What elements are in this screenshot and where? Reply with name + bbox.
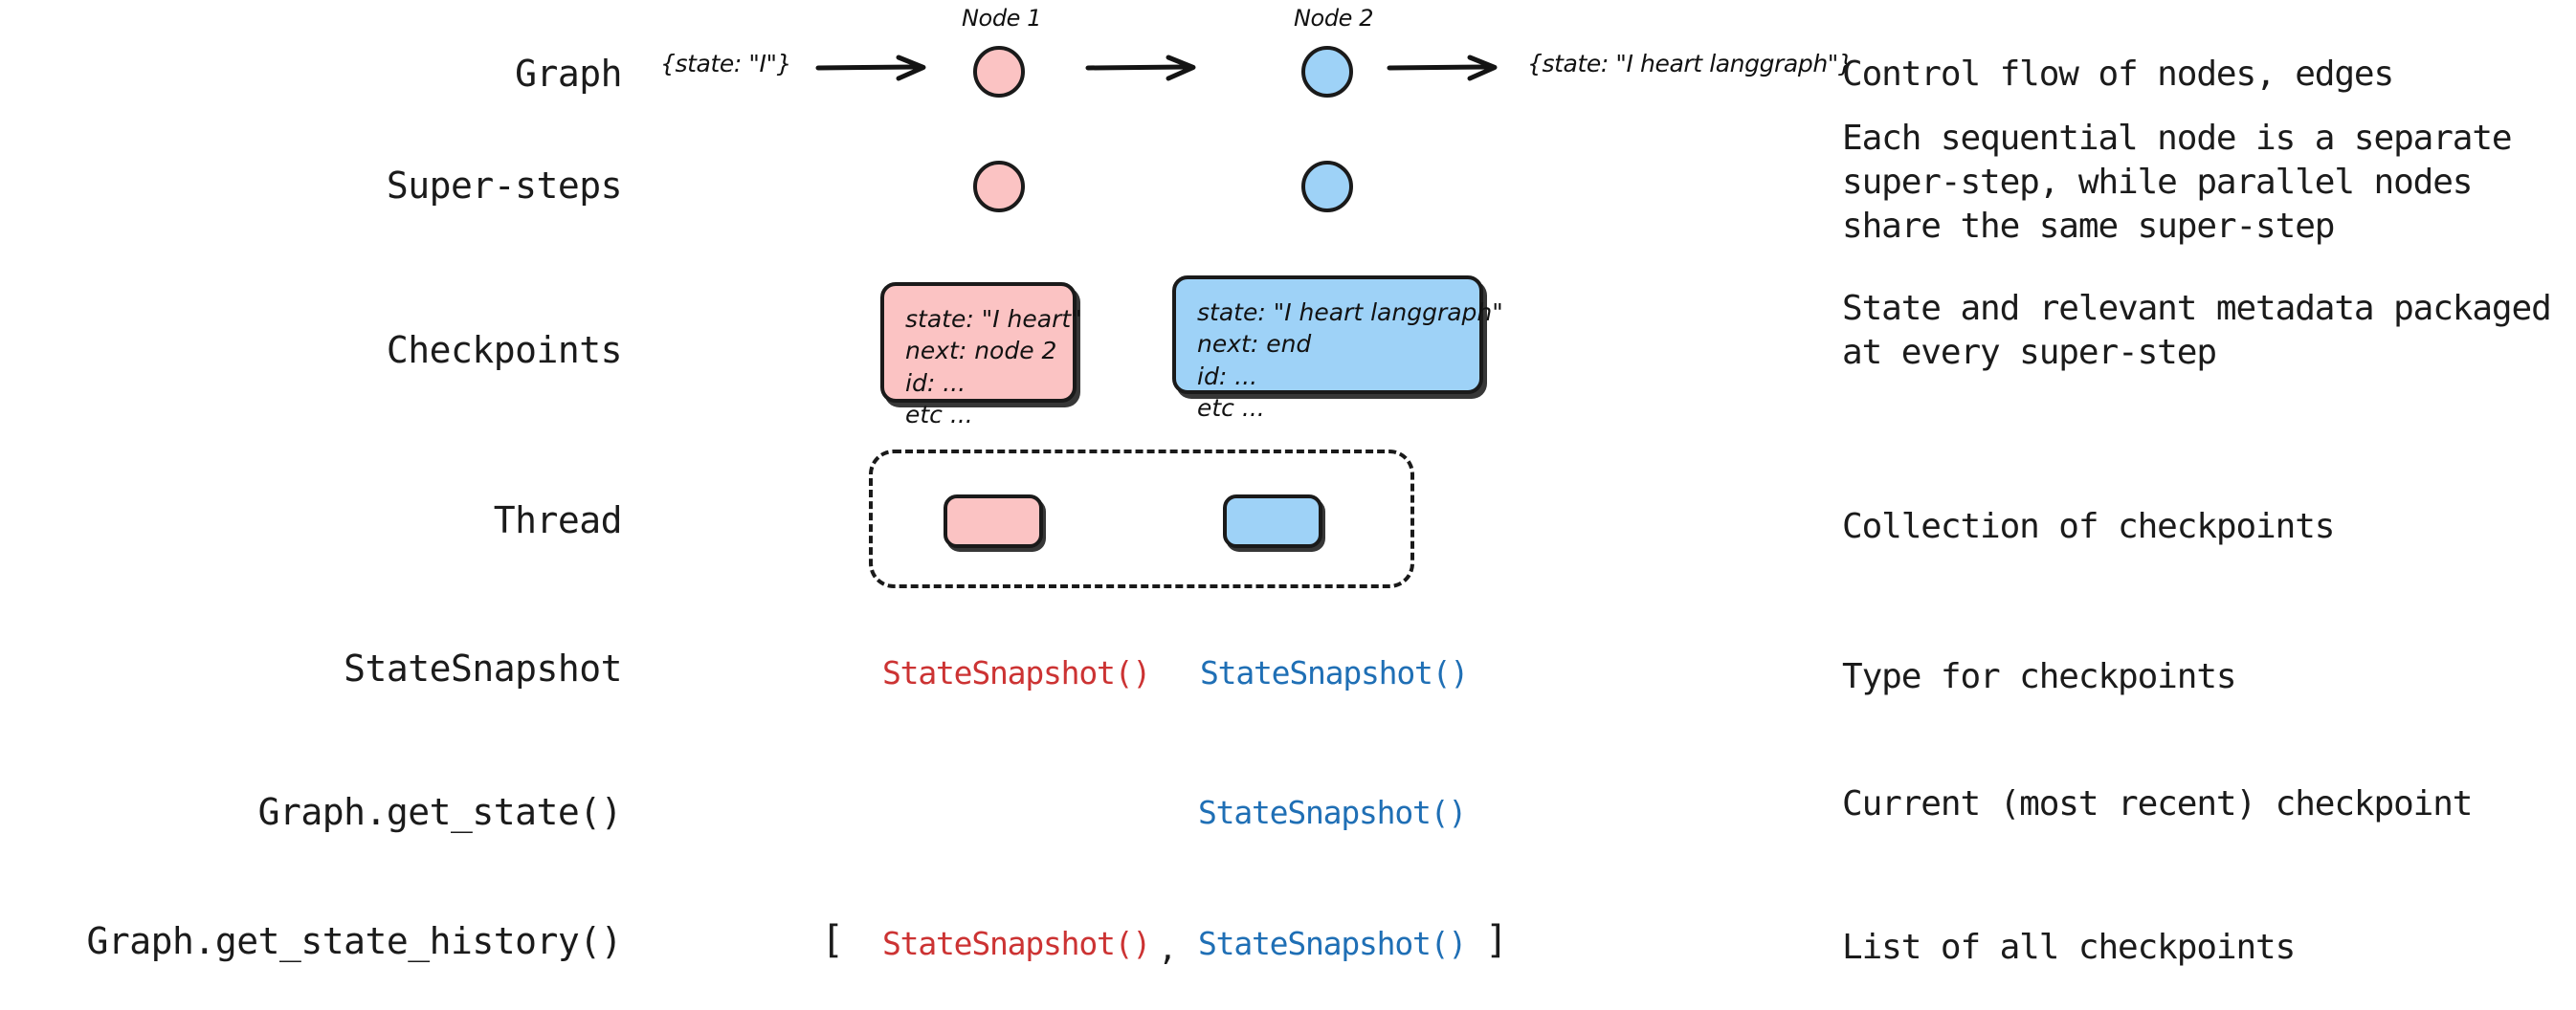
arrow-node2-to-output — [1387, 55, 1498, 81]
graph-node-1[interactable] — [973, 46, 1025, 98]
statesnapshot-token-blue[interactable]: StateSnapshot() — [1200, 654, 1469, 692]
row-label-super-steps: Super-steps — [386, 165, 623, 207]
description-graph: Control flow of nodes, edges — [1842, 55, 2394, 94]
description-statesnapshot: Type for checkpoints — [1842, 657, 2237, 696]
description-thread: Collection of checkpoints — [1842, 507, 2335, 546]
row-label-graph-get-state-history: Graph.get_state_history() — [86, 920, 623, 962]
row-label-thread: Thread — [493, 499, 623, 541]
get-state-statesnapshot-token[interactable]: StateSnapshot() — [1198, 794, 1467, 831]
checkpoint-blue-line-state: state: "I heart langgraph" — [1197, 298, 1503, 326]
node2-label: Node 2 — [1294, 5, 1374, 32]
checkpoint-blue-line-etc: etc ... — [1197, 393, 1265, 422]
row-label-statesnapshot: StateSnapshot — [344, 648, 622, 690]
row-label-checkpoints: Checkpoints — [386, 329, 623, 371]
thread-checkpoint-chip-blue[interactable] — [1223, 494, 1322, 548]
history-separator-comma: , — [1158, 930, 1178, 968]
thread-container[interactable] — [869, 450, 1414, 588]
superstep-node-2[interactable] — [1301, 161, 1353, 212]
description-get-state-history: List of all checkpoints — [1842, 928, 2296, 967]
row-label-graph: Graph — [515, 53, 622, 95]
graph-output-state-text: {state: "I heart langgraph"} — [1527, 50, 1854, 77]
checkpoint-pink-line-id: id: ... — [905, 368, 966, 397]
graph-node-2[interactable] — [1301, 46, 1353, 98]
checkpoint-pink-line-next: next: node 2 — [905, 337, 1057, 365]
superstep-node-1[interactable] — [973, 161, 1025, 212]
history-statesnapshot-token-blue[interactable]: StateSnapshot() — [1198, 925, 1467, 962]
node1-label: Node 1 — [962, 5, 1042, 32]
checkpoint-blue-line-id: id: ... — [1197, 362, 1258, 390]
arrow-input-to-node1 — [815, 55, 926, 81]
description-get-state: Current (most recent) checkpoint — [1842, 784, 2473, 823]
checkpoint-blue-line-next: next: end — [1197, 330, 1312, 359]
statesnapshot-token-red[interactable]: StateSnapshot() — [882, 654, 1151, 692]
history-statesnapshot-token-red[interactable]: StateSnapshot() — [882, 925, 1151, 962]
graph-input-state-text: {state: "I"} — [660, 50, 792, 77]
row-label-graph-get-state: Graph.get_state() — [257, 791, 623, 833]
checkpoint-pink-line-state: state: "I heart" — [905, 305, 1082, 333]
history-open-bracket: [ — [821, 918, 845, 962]
arrow-node1-to-node2 — [1085, 55, 1196, 81]
description-checkpoints: State and relevant metadata packaged at … — [1842, 289, 2552, 373]
checkpoint-card-blue[interactable]: state: "I heart langgraph" next: end id:… — [1172, 275, 1503, 422]
checkpoint-card-pink[interactable]: state: "I heart" next: node 2 id: ... et… — [880, 282, 1082, 428]
checkpoint-pink-line-etc: etc ... — [905, 400, 973, 428]
description-super-steps: Each sequential node is a separate super… — [1842, 119, 2513, 247]
thread-checkpoint-chip-pink[interactable] — [944, 494, 1043, 548]
history-close-bracket: ] — [1485, 918, 1509, 962]
